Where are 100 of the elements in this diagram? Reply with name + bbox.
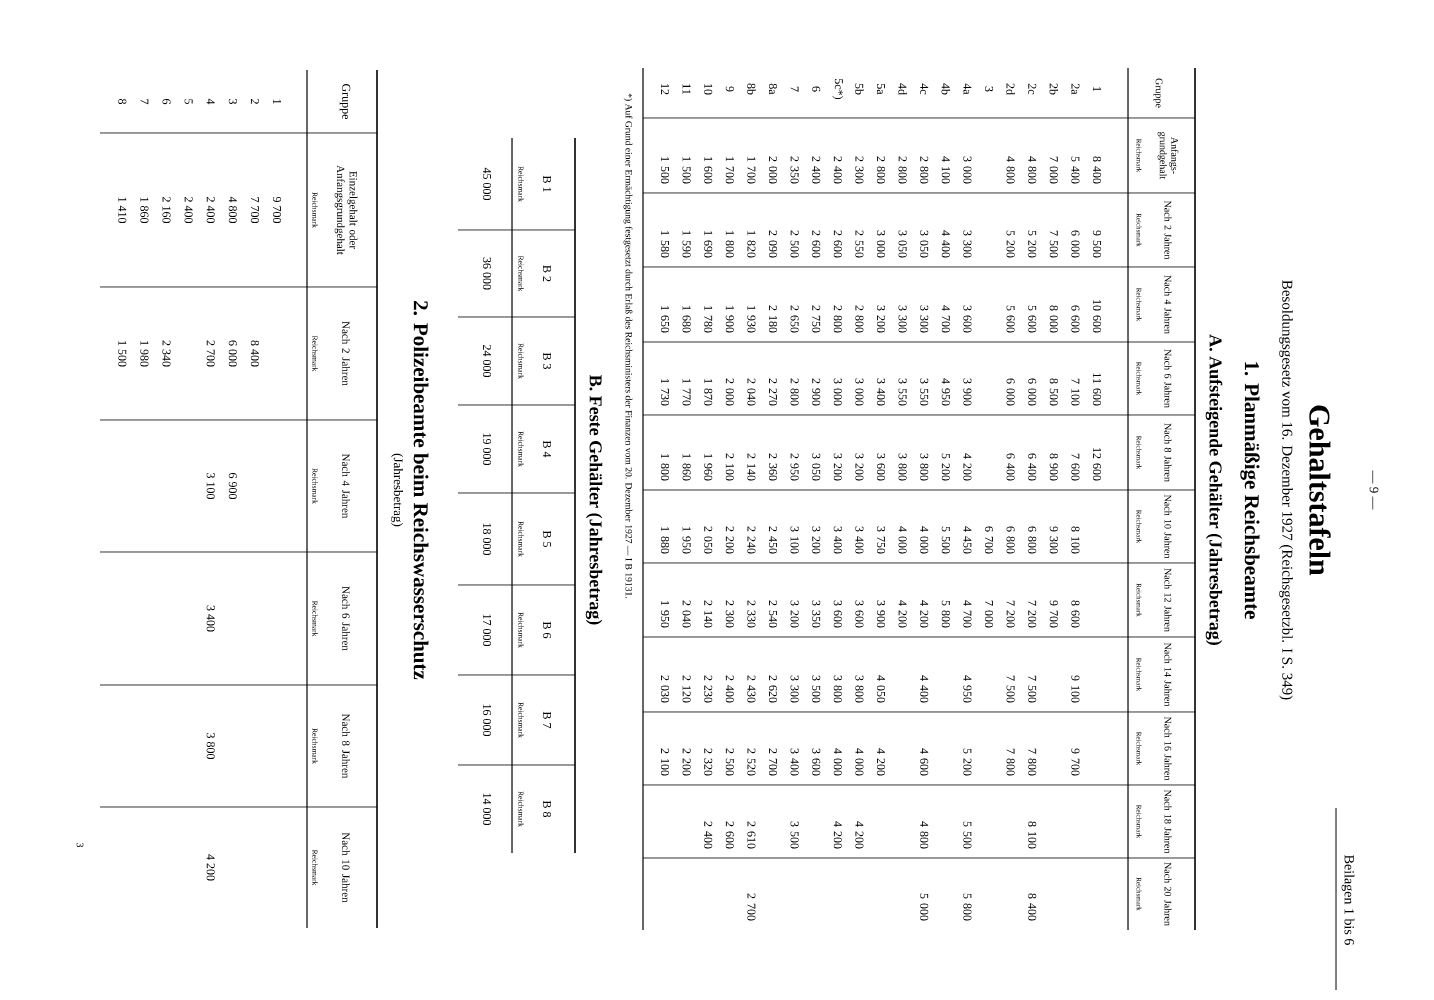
table-cell: 4 700 — [963, 600, 972, 628]
table-cell: 2 160 — [162, 197, 171, 223]
table-cell: 1 800 — [660, 454, 670, 481]
table-cell: 7 800 — [1006, 748, 1015, 776]
column-header: Anfangs- grundgehalt — [1157, 132, 1179, 180]
table-cell: 2 950 — [790, 453, 799, 481]
table-cell: 2 400 — [833, 156, 842, 184]
table-cell: 5 200 — [1028, 230, 1037, 258]
table-cell: 6 800 — [1006, 526, 1015, 554]
table-cell: 3 000 — [833, 378, 842, 406]
group-label: 11 — [682, 84, 691, 95]
table-cell: 5 600 — [1028, 305, 1037, 333]
table-cell: 3 400 — [855, 526, 864, 554]
column-header: Nach 20 Jahren — [1164, 862, 1172, 926]
table-cell: 3 000 — [963, 156, 972, 184]
table-cell: 18 000 — [482, 523, 492, 555]
table-cell: 2 300 — [855, 156, 864, 184]
table-cell: 5 800 — [963, 893, 972, 921]
table-cell: 1 820 — [747, 231, 756, 258]
table-cell: 6 400 — [1028, 453, 1037, 481]
table-cell: 1 800 — [725, 231, 734, 258]
table-cell: 3 600 — [963, 305, 972, 333]
group-label: 2d — [1006, 83, 1015, 95]
group-label: 6 — [162, 99, 171, 105]
table-cell: 2 600 — [812, 230, 821, 258]
table-cell: 7 500 — [1028, 675, 1037, 703]
table-cell: 2 000 — [768, 156, 778, 184]
table-cell: 7 200 — [1028, 600, 1037, 628]
table-cell: 1 600 — [704, 157, 713, 184]
section-heading: 1. Planmäßige Reichsbeamte — [1240, 362, 1260, 619]
table-cell: 4 200 — [833, 821, 842, 849]
table-cell: 1 700 — [725, 157, 734, 184]
table-cell: 7 700 — [250, 197, 259, 223]
group-label: 2b — [1049, 83, 1059, 95]
table-cell: 4 050 — [876, 675, 886, 703]
table-cell: 1 680 — [682, 306, 691, 333]
table-cell: 5 200 — [963, 748, 972, 776]
group-label: 2a — [1071, 83, 1080, 95]
table-cell: 2 230 — [704, 675, 713, 703]
table-cell: 4 950 — [941, 378, 950, 406]
table-cell: 1 770 — [682, 379, 691, 406]
table-cell: 2 900 — [812, 378, 821, 406]
table-cell: 3 500 — [812, 675, 821, 703]
table-cell: 3 300 — [898, 305, 907, 333]
table-cell: 4 200 — [898, 600, 907, 628]
table-cell: 3 600 — [876, 453, 886, 481]
table-cell: 1 950 — [660, 601, 670, 628]
table-cell: 8 100 — [1071, 526, 1080, 554]
appendix-label: Beilagen 1 bis 6 — [1341, 855, 1355, 945]
table-cell: 3 800 — [855, 675, 864, 703]
column-header: Nach 10 Jahren — [342, 832, 350, 903]
table-cell: 2 800 — [855, 305, 864, 333]
table-cell: 7 500 — [1006, 675, 1015, 703]
table-cell: 4 800 — [1028, 156, 1037, 184]
table-cell: 8 000 — [1049, 305, 1058, 333]
group-label: 4a — [963, 83, 972, 95]
table-cell: 1 930 — [747, 306, 756, 333]
table-cell: 2 800 — [898, 156, 907, 184]
table-cell: 7 500 — [1049, 230, 1058, 258]
table-cell: 1 700 — [747, 157, 756, 184]
table-cell: 2 140 — [704, 600, 713, 628]
table-cell: 3 000 — [855, 378, 864, 406]
table-cell: 1 410 — [118, 197, 127, 223]
table-cell: 2 400 — [184, 197, 193, 223]
table-cell: 1 780 — [704, 306, 713, 333]
group-label: 5b — [855, 83, 864, 95]
table-cell: 8 400 — [250, 340, 259, 367]
table-cell: 2 350 — [790, 156, 799, 184]
table-cell: 16 000 — [482, 704, 492, 736]
table-cell: 5 500 — [941, 526, 950, 554]
table-cell: 1 950 — [682, 527, 691, 554]
table-cell: 8 100 — [1028, 821, 1037, 849]
table-cell: 2 550 — [855, 230, 864, 258]
page-number: — 9 — — [1369, 470, 1379, 510]
table-cell: 2 800 — [833, 305, 842, 333]
table-cell: 3 300 — [963, 230, 972, 258]
table-cell: 8 900 — [1049, 453, 1058, 481]
table-cell: 4 400 — [941, 230, 950, 258]
table-cell: 19 000 — [482, 433, 492, 465]
table-cell: 6 000 — [1028, 378, 1037, 406]
table-cell: 7 000 — [984, 600, 994, 628]
table-cell: 9 700 — [272, 196, 282, 223]
column-header: Nach 14 Jahren — [1164, 642, 1172, 707]
table-cell: 3 400 — [833, 526, 842, 554]
table-cell: 2 450 — [768, 526, 778, 554]
table-cell: 1 580 — [660, 231, 670, 258]
section-heading: B. Feste Gehälter (Jahresbetrag) — [585, 375, 603, 625]
table-cell: 2 500 — [725, 748, 734, 776]
table-cell: 2 610 — [747, 821, 756, 849]
table-cell: 2 520 — [747, 748, 756, 776]
table-cell: 3 900 — [876, 600, 886, 628]
table-cell: 1 500 — [660, 157, 670, 184]
table-cell: 11 600 — [1092, 373, 1102, 406]
table-cell: 8 400 — [1092, 156, 1102, 184]
table-cell: 4 800 — [228, 196, 237, 223]
table-cell: 2 700 — [206, 340, 215, 367]
table-cell: 3 800 — [833, 675, 842, 703]
table-cell: 2 040 — [682, 600, 691, 628]
table-cell: 2 300 — [725, 600, 734, 628]
table-cell: 2 000 — [725, 378, 734, 406]
